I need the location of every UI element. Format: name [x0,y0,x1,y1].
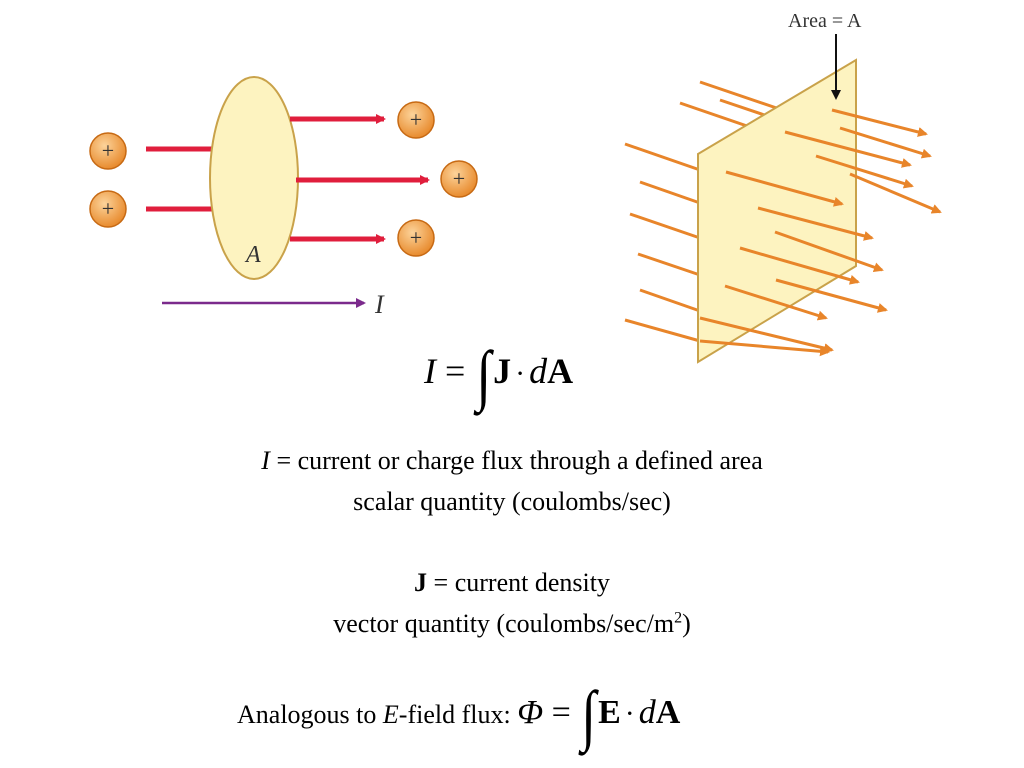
positive-charge: + [397,101,435,139]
eq-vector: J [493,351,512,391]
definition-current: I = current or charge flux through a def… [0,446,1024,476]
svg-text:+: + [410,225,422,250]
definition-density-text: = current density [427,568,610,597]
svg-text:+: + [453,166,465,191]
flux-phi: Φ [517,694,544,731]
flux-vector: E [598,694,621,731]
eq-dot: · [515,357,526,390]
positive-charge: + [397,219,435,257]
definition-density: J = current density [0,568,1024,598]
positive-charge: + [440,160,478,198]
analogy-e: E [382,700,399,729]
area-caption: Area = A [788,10,862,32]
eq-d: d [529,351,548,391]
field-lines-front [699,108,942,357]
flux-integral-equation: Φ = ∫E·dA [517,678,681,753]
flux-area: A [655,694,681,731]
analogy-suffix: -field flux: [398,700,518,729]
definition-current-text: = current or charge flux through a defin… [269,446,763,475]
flux-integral: ∫ [581,677,597,753]
analogy-line: Analogous to E-field flux: Φ = ∫E·dA [237,678,681,753]
area-plane [697,58,857,364]
area-label: A [244,242,261,268]
positive-charge: + [89,132,127,170]
definition-current-quantity: scalar quantity (coulombs/sec) [353,487,671,516]
svg-text:+: + [102,138,114,163]
definition-current-symbol: I [261,446,270,475]
current-flux-diagram: A + + + + + I [89,76,478,319]
positive-charge: + [89,190,127,228]
svg-text:+: + [102,196,114,221]
definition-density-symbol: J [414,568,428,597]
svg-text:+: + [410,107,422,132]
definition-density-quantity: vector quantity (coulombs/sec/m2) [333,609,691,638]
flux-dot: · [624,697,635,730]
current-integral-equation: I = ∫J·dA [424,338,574,413]
eq-equals: = [445,351,466,391]
analogy-prefix: Analogous to [237,700,383,729]
field-flux-diagram: Area = A [624,10,942,364]
field-lines-behind [624,80,801,343]
current-label: I [374,290,385,319]
eq-area: A [547,351,574,391]
flux-d: d [638,694,656,731]
flux-equals: = [551,694,571,731]
eq-integral: ∫ [476,337,492,413]
eq-lhs: I [424,351,436,391]
